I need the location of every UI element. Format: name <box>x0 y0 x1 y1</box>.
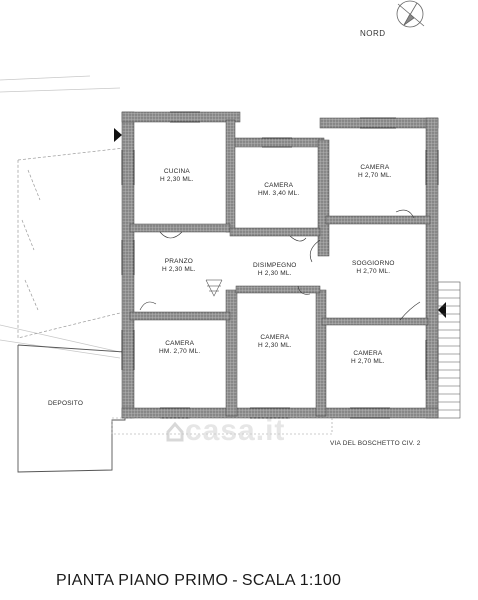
room-height: HM. 3,40 ML. <box>258 190 300 197</box>
room-label-cucina: CUCINA H 2,30 ML. <box>160 168 194 184</box>
room-name: CAMERA <box>353 350 383 357</box>
casa-logo-icon <box>166 421 184 442</box>
door-swings <box>139 209 421 321</box>
room-label-pranzo: PRANZO H 2,30 ML. <box>162 258 196 274</box>
north-label: NORD <box>360 29 386 38</box>
room-height: HM. 2,70 ML. <box>159 348 201 355</box>
terrace-outline <box>17 147 125 339</box>
building-walls <box>121 111 439 419</box>
plan-title-main: PIANTA PIANO PRIMO <box>56 572 229 589</box>
room-name: CAMERA <box>260 334 290 341</box>
room-label-camera-3: CAMERA HM. 2,70 ML. <box>159 340 200 356</box>
plan-title: PIANTA PIANO PRIMO-SCALA 1:100 <box>56 572 341 590</box>
room-height: H 2,30 ML. <box>257 270 292 277</box>
room-label-camera-1: CAMERA HM. 3,40 ML. <box>258 182 299 198</box>
room-label-camera-4: CAMERA H 2,30 ML. <box>258 334 292 350</box>
room-name: CAMERA <box>264 182 294 189</box>
compass-icon <box>396 0 425 28</box>
room-name: PRANZO <box>164 258 194 265</box>
room-height: H 2,30 ML. <box>258 342 292 349</box>
deposito-label: DEPOSITO <box>48 400 84 407</box>
stairs <box>205 279 461 419</box>
site-boundary-lines <box>0 75 121 359</box>
room-height: H 2,70 ML. <box>356 268 391 275</box>
room-height: H 2,70 ML. <box>351 358 385 365</box>
balcony-outline <box>111 417 333 435</box>
room-name: DISIMPEGNO <box>253 262 297 269</box>
street-address: VIA DEL BOSCHETTO CIV. 2 <box>330 440 421 447</box>
deposito-outline <box>17 344 126 473</box>
room-name: CUCINA <box>163 168 190 175</box>
room-label-camera-2: CAMERA H 2,70 ML. <box>358 164 392 180</box>
room-height: H 2,70 ML. <box>358 172 392 179</box>
room-height: H 2,30 ML. <box>162 266 196 273</box>
plan-title-separator: - <box>232 572 238 589</box>
watermark: casa.it <box>185 414 286 447</box>
plan-title-scale: SCALA 1:100 <box>241 572 342 589</box>
room-label-soggiorno: SOGGIORNO H 2,70 ML. <box>352 260 395 276</box>
room-label-camera-5: CAMERA H 2,70 ML. <box>351 350 385 366</box>
room-name: CAMERA <box>165 340 195 347</box>
room-name: CAMERA <box>360 164 390 171</box>
room-label-disimpegno: DISIMPEGNO H 2,30 ML. <box>253 262 297 278</box>
room-height: H 2,30 ML. <box>160 176 194 183</box>
room-name: SOGGIORNO <box>352 260 395 267</box>
